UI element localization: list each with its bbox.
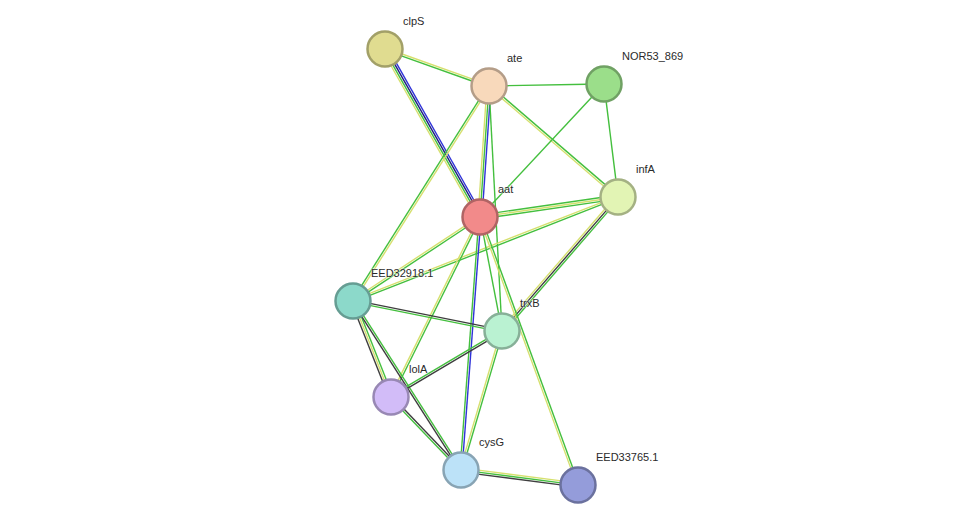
- evidence-line: [401, 56, 473, 82]
- node-circle: [599, 178, 637, 216]
- protein-node: EED33765.1: [559, 466, 597, 504]
- node-circle: [483, 312, 521, 350]
- evidence-line: [369, 305, 485, 328]
- evidence-line: [485, 233, 571, 469]
- evidence-line: [396, 62, 474, 200]
- node-circle: [470, 67, 508, 105]
- protein-name: trxB: [520, 297, 540, 310]
- interaction-edge: [478, 470, 562, 485]
- evidence-line: [512, 209, 606, 317]
- node-circle-shape: [336, 284, 371, 319]
- interaction-edge: [398, 232, 474, 382]
- evidence-line: [406, 341, 488, 390]
- evidence-line: [492, 96, 593, 204]
- node-circle: [366, 30, 404, 68]
- interaction-edge: [606, 101, 616, 180]
- interaction-edge: [497, 197, 602, 216]
- evidence-line: [368, 227, 467, 292]
- protein-node: cysG: [442, 451, 480, 489]
- interaction-edge: [401, 54, 474, 81]
- evidence-line: [506, 84, 587, 85]
- evidence-line: [478, 474, 561, 485]
- interaction-edge: [501, 96, 606, 186]
- evidence-line: [606, 101, 616, 180]
- node-circle: [442, 451, 480, 489]
- node-circle-shape: [587, 67, 622, 102]
- node-circle-shape: [561, 468, 596, 503]
- interaction-edge: [479, 103, 490, 200]
- interaction-edge: [512, 209, 609, 320]
- evidence-line: [403, 409, 449, 457]
- evidence-line: [363, 315, 453, 455]
- evidence-line: [501, 98, 604, 187]
- node-circle-shape: [472, 69, 507, 104]
- evidence-line: [359, 317, 384, 381]
- evidence-line: [399, 233, 473, 383]
- evidence-line: [398, 232, 472, 382]
- evidence-line: [401, 54, 473, 80]
- interaction-edge: [402, 409, 450, 459]
- evidence-line: [402, 410, 448, 458]
- evidence-line: [479, 103, 486, 200]
- node-circle: [334, 282, 372, 320]
- evidence-line: [367, 226, 466, 291]
- interaction-edge: [367, 226, 467, 293]
- evidence-line: [497, 199, 601, 214]
- interaction-edge: [405, 339, 488, 389]
- protein-node: aat: [461, 198, 499, 236]
- protein-name: EED33765.1: [596, 451, 658, 464]
- evidence-line: [392, 64, 470, 202]
- node-circle-shape: [368, 32, 403, 67]
- node-circle: [585, 65, 623, 103]
- protein-name: EED32918.1: [371, 267, 433, 280]
- interaction-edge: [361, 315, 452, 456]
- evidence-line: [478, 472, 561, 483]
- protein-node: NOR53_869: [585, 65, 623, 103]
- node-circle-shape: [463, 200, 498, 235]
- node-circle: [559, 466, 597, 504]
- interaction-edge: [506, 84, 587, 85]
- protein-name: cysG: [479, 436, 504, 449]
- protein-node: clpS: [366, 30, 404, 68]
- interaction-edge: [369, 303, 485, 328]
- protein-node: ate: [470, 67, 508, 105]
- evidence-line: [370, 303, 486, 326]
- node-circle-shape: [601, 180, 636, 215]
- node-circle: [461, 198, 499, 236]
- protein-node: trxB: [483, 312, 521, 350]
- protein-name: aat: [498, 183, 513, 196]
- node-circle: [372, 378, 410, 416]
- evidence-line: [361, 316, 451, 456]
- protein-name: lolA: [409, 363, 427, 376]
- protein-name: infA: [636, 163, 655, 176]
- interaction-edge: [492, 96, 593, 204]
- protein-name: ate: [507, 52, 522, 65]
- interaction-edge: [485, 233, 573, 470]
- protein-name: clpS: [403, 15, 424, 28]
- node-circle-shape: [485, 314, 520, 349]
- evidence-line: [487, 233, 573, 469]
- protein-node: EED32918.1: [334, 282, 372, 320]
- node-circle-shape: [444, 453, 479, 488]
- evidence-line: [515, 211, 609, 319]
- protein-node: lolA: [372, 378, 410, 416]
- protein-name: NOR53_869: [622, 50, 683, 63]
- evidence-line: [405, 339, 487, 388]
- protein-node: infA: [599, 178, 637, 216]
- evidence-line: [503, 96, 606, 185]
- interaction-edge: [391, 62, 474, 203]
- evidence-line: [513, 210, 607, 318]
- node-circle-shape: [374, 380, 409, 415]
